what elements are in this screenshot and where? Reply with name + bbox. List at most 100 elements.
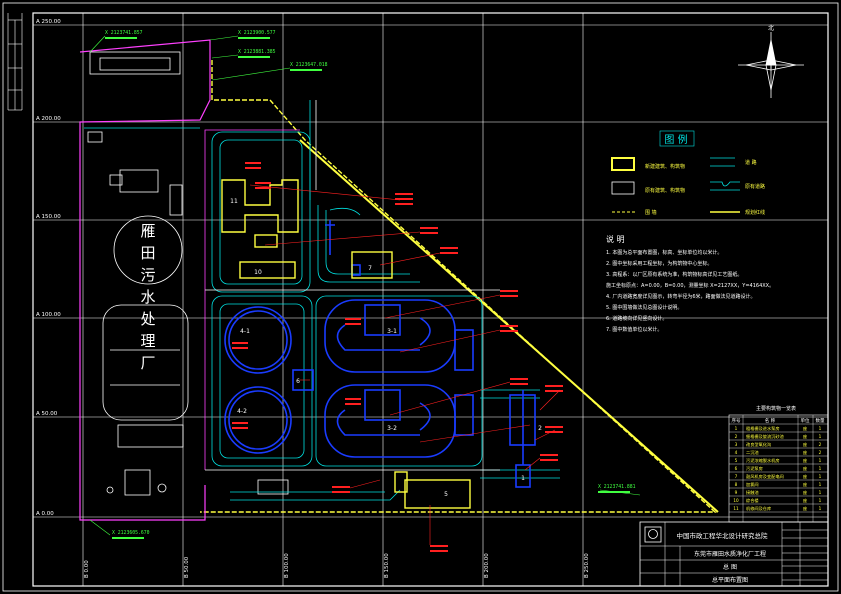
legend-item: 道 路 (745, 159, 757, 166)
x-label: B 250.00 (584, 553, 590, 578)
table-cell: 座 (803, 497, 807, 504)
table-cell: 鼓风机房及变配电间 (746, 473, 784, 480)
note-line: 1. 本图为总平面布置图，标高、坐标单位均以米计。 (606, 249, 722, 256)
sheet-title: 总平面布置图 (712, 576, 748, 584)
unit-label: 3-2 (387, 425, 397, 432)
table-title: 主要构筑物一览表 (756, 405, 796, 412)
inner-frame (32, 12, 829, 587)
y-label: A 200.00 (36, 116, 61, 122)
coordinate-tag: X 2123741.881 (598, 484, 636, 490)
table-cell: 座 (803, 441, 807, 448)
unit-label: 2 (538, 425, 542, 432)
table-cell: 5 (735, 458, 738, 463)
table-cell: 座 (803, 481, 807, 488)
table-cell: 1 (819, 474, 822, 479)
plant-name-char: 理 (140, 332, 155, 350)
unit-label: 3-1 (387, 328, 397, 335)
note-line: 6. 道路坡向详见竖向设计。 (606, 315, 667, 322)
north-arrow-icon (738, 32, 804, 98)
table-cell: 9 (735, 490, 738, 495)
table-cell: 6 (735, 466, 738, 471)
y-label: A 150.00 (36, 214, 61, 220)
table-header: 单位 (801, 417, 810, 424)
table-cell: 8 (735, 482, 738, 487)
table-cell: 座 (803, 433, 807, 440)
legend-title: 图 例 (664, 133, 687, 146)
legend-swatch-existing (611, 181, 635, 195)
legend-item: 原有建筑、构筑物 (645, 187, 685, 194)
new-structures (224, 220, 536, 488)
table-cell: 10 (733, 498, 739, 503)
x-label: B 50.00 (184, 556, 190, 578)
table-cell: 2 (819, 442, 822, 447)
plant-name-char: 处 (140, 310, 155, 328)
note-line: 4. 厂内道路宽度详见图示，转弯半径为6米，路面做法见道路设计。 (606, 293, 756, 300)
coordinate-tag: X 2123647.018 (290, 62, 328, 68)
note-line: 7. 图中数值单位以米计。 (606, 326, 662, 333)
road-loop (211, 131, 311, 293)
existing-buildings (87, 51, 289, 496)
x-label: B 100.00 (284, 553, 290, 578)
project-name: 东莞市雁田水质净化厂工程 (694, 550, 766, 558)
existing-plant-wall (79, 39, 211, 521)
table-cell: 改良型氧化沟 (746, 441, 771, 448)
table-cell: 接触池 (746, 489, 759, 496)
table-cell: 污泥浓缩脱水机房 (746, 457, 780, 464)
table-cell: 座 (803, 449, 807, 456)
plant-name-char: 田 (140, 244, 155, 262)
table-cell: 污泥泵房 (746, 465, 763, 472)
table-cell: 2 (819, 450, 822, 455)
repair-shop-warehouse-11 (221, 179, 299, 233)
table-cell: 机修间及仓库 (746, 505, 771, 512)
unit-labels: 11 10 7 4-1 4-2 3-1 3-2 6 5 2 1 (230, 198, 542, 498)
legend-item: 新建建筑、构筑物 (645, 163, 685, 170)
legend: 图 例 新建建筑、构筑物 原有建筑、构筑物 围 墙 道 路 原有道路 规划红线 (611, 130, 765, 216)
drawing-category: 总 图 (723, 563, 737, 571)
table-cell: 1 (819, 498, 822, 503)
table-cell: 4 (735, 450, 738, 455)
existing-office-building (89, 51, 181, 75)
table-cell: 1 (819, 458, 822, 463)
table-cell: 座 (803, 473, 807, 480)
road-loop (315, 295, 483, 467)
existing-tank-round (113, 215, 183, 285)
y-label: A 50.00 (36, 411, 58, 417)
table-header: 序号 (732, 417, 741, 424)
plant-name-char: 污 (140, 266, 155, 284)
y-label: A 250.00 (36, 19, 61, 25)
plant-name: 雁 田 污 水 处 理 厂 (140, 222, 155, 372)
plant-name-char: 雁 (140, 222, 155, 240)
table-cell: 1 (819, 506, 822, 511)
table-cell: 1 (819, 482, 822, 487)
coordinate-tag: X 2123900.577 (238, 30, 276, 36)
office-building-10 (239, 261, 296, 279)
table-cell: 二沉池 (746, 449, 759, 456)
table-cell: 11 (733, 506, 739, 511)
table-cell: 1 (819, 490, 822, 495)
sludge-pump-house-6 (292, 369, 314, 391)
table-cell: 2 (735, 434, 738, 439)
table-cell: 1 (819, 426, 822, 431)
coordinate-tag: X 2123741.857 (105, 30, 143, 36)
x-label: B 0.00 (84, 560, 90, 578)
institute-logo-icon (644, 526, 662, 543)
title-block: 中国市政工程华北设计研究总院 东莞市雁田水质净化厂工程 总 图 总平面布置图 (639, 521, 829, 587)
table-cell: 座 (803, 489, 807, 496)
table-header: 数量 (816, 417, 825, 424)
institute-name: 中国市政工程华北设计研究总院 (677, 531, 769, 540)
table-cell: 细格栅及旋流沉砂池 (746, 433, 785, 440)
table-cell: 7 (735, 474, 738, 479)
table-cell: 座 (803, 425, 807, 432)
table-cell: 1 (819, 434, 822, 439)
x-label: B 200.00 (484, 553, 490, 578)
unit-label: 10 (254, 269, 262, 276)
site-boundary-line (200, 60, 717, 513)
note-line: 5. 图中围墙做法见总图设计说明。 (606, 304, 682, 311)
plant-name-char: 厂 (140, 354, 155, 372)
table-cell: 座 (803, 505, 807, 512)
coordinate-tag: X 2123605.670 (112, 530, 150, 536)
